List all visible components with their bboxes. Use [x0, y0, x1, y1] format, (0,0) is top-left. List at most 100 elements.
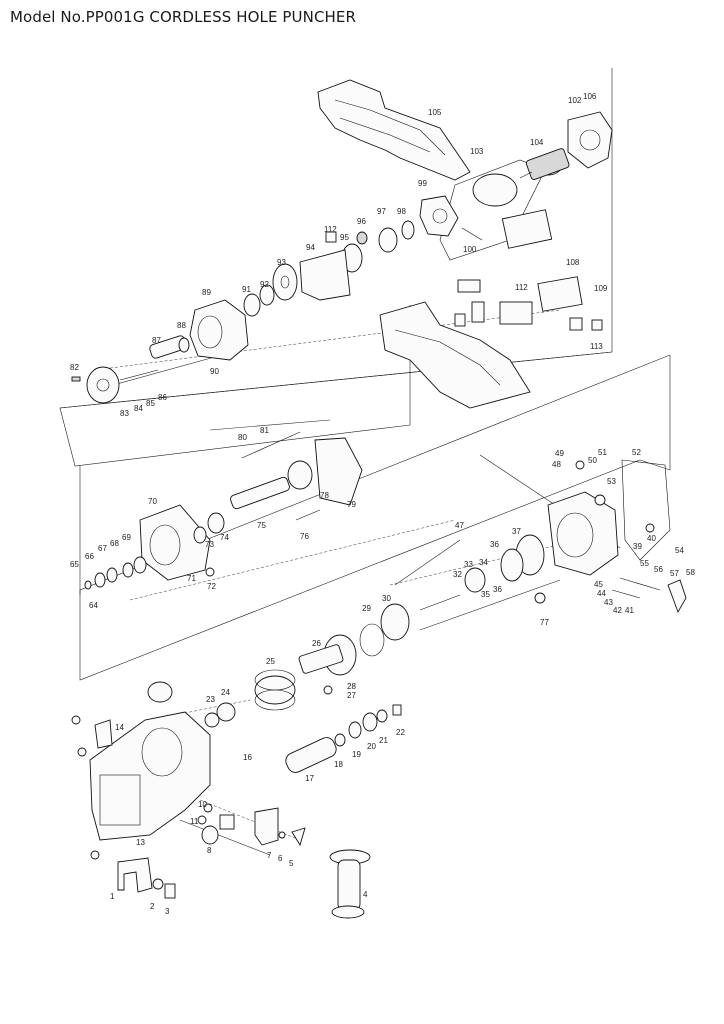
label-10: 10 — [198, 800, 207, 809]
label-66: 71 — [187, 574, 196, 583]
bracket-7 — [254, 807, 306, 847]
label-98: 102 — [568, 96, 582, 105]
label-69: 74 — [220, 533, 229, 542]
label-110: 112 — [324, 225, 337, 234]
label-61: 66 — [85, 552, 94, 561]
label-26: 26 — [312, 639, 321, 648]
label-95: 100 — [463, 245, 477, 254]
label-65: 70 — [148, 497, 157, 506]
side-handle-4 — [329, 849, 371, 919]
gear-parts-89-93 — [299, 220, 483, 301]
label-73: 78 — [320, 491, 329, 500]
label-59: 64 — [89, 601, 98, 610]
label-96: 103 — [470, 147, 484, 156]
cylinder-65 — [84, 504, 225, 590]
label-55: 55 — [640, 559, 649, 568]
label-89: 94 — [306, 243, 315, 252]
label-77: 82 — [70, 363, 79, 372]
housing-100 — [317, 79, 471, 181]
label-41: 41 — [625, 606, 634, 615]
clamp-1 — [90, 850, 176, 899]
label-64: 69 — [122, 533, 131, 542]
label-90: 95 — [340, 233, 349, 242]
gear-case-84 — [149, 299, 249, 361]
label-33: 33 — [464, 560, 473, 569]
label-72: 77 — [540, 618, 549, 627]
label-62: 67 — [98, 544, 107, 553]
label-58: 58 — [686, 568, 695, 577]
label-29: 29 — [362, 604, 371, 613]
label-78: 83 — [120, 409, 129, 418]
label-79: 84 — [134, 404, 143, 413]
label-99: 106 — [583, 92, 597, 101]
label-51: 51 — [598, 448, 607, 457]
label-92: 97 — [377, 207, 386, 216]
label-40: 40 — [647, 534, 656, 543]
pump-housing-47 — [419, 459, 687, 614]
armature-97 — [519, 148, 570, 180]
label-38: 37 — [512, 527, 521, 536]
label-14: 14 — [115, 723, 124, 732]
housing-113 — [379, 301, 531, 409]
label-68: 73 — [205, 540, 214, 549]
label-45: 45 — [594, 580, 603, 589]
label-74: 79 — [347, 500, 356, 509]
label-83: 88 — [177, 321, 186, 330]
label-104: 113 — [590, 342, 603, 351]
label-86: 91 — [242, 285, 251, 294]
label-102: 108 — [566, 258, 580, 267]
label-1: 1 — [110, 892, 115, 901]
label-105: 112 — [515, 283, 528, 292]
label-24: 24 — [221, 688, 230, 697]
label-48: 48 — [552, 460, 561, 469]
label-75: 80 — [238, 433, 247, 442]
label-16: 16 — [243, 753, 252, 762]
piston-26-spring-25 — [254, 634, 357, 711]
label-91: 96 — [357, 217, 366, 226]
label-52: 52 — [632, 448, 641, 457]
label-80: 85 — [146, 399, 155, 408]
label-22: 22 — [396, 728, 405, 737]
controller-parts — [454, 276, 603, 331]
label-94: 99 — [418, 179, 427, 188]
label-6: 6 — [278, 854, 283, 863]
label-47: 47 — [455, 521, 464, 530]
label-28: 28 — [347, 682, 356, 691]
label-11: 11 — [190, 817, 199, 826]
label-39: 39 — [633, 542, 642, 551]
label-13: 13 — [136, 838, 145, 847]
label-100: 105 — [428, 108, 442, 117]
label-23: 23 — [206, 695, 215, 704]
label-34: 34 — [479, 558, 488, 567]
label-70: 75 — [257, 521, 266, 530]
label-71: 76 — [300, 532, 309, 541]
ring-29-30 — [359, 603, 410, 657]
label-88: 93 — [277, 258, 286, 267]
label-49: 49 — [555, 449, 564, 458]
label-56: 56 — [654, 565, 663, 574]
label-54: 54 — [675, 546, 684, 555]
label-20: 20 — [367, 742, 376, 751]
bracket-94 — [419, 195, 459, 237]
label-44: 44 — [597, 589, 606, 598]
label-4: 4 — [363, 890, 368, 899]
label-57: 57 — [670, 569, 679, 578]
label-35: 35 — [481, 590, 490, 599]
label-87: 92 — [260, 280, 269, 289]
ram-17 — [285, 704, 402, 773]
label-50: 50 — [588, 456, 597, 465]
washer-88 — [243, 263, 298, 317]
label-53: 53 — [607, 477, 616, 486]
label-3: 3 — [165, 907, 170, 916]
label-76: 81 — [260, 426, 269, 435]
frame-13 — [71, 711, 235, 845]
motor-housing-96 — [439, 159, 553, 261]
label-2: 2 — [150, 902, 155, 911]
label-19: 19 — [352, 750, 361, 759]
label-27: 27 — [347, 691, 356, 700]
label-5: 5 — [289, 859, 294, 868]
label-60: 65 — [70, 560, 79, 569]
seal-23-24 — [147, 681, 333, 728]
label-25: 25 — [266, 657, 275, 666]
